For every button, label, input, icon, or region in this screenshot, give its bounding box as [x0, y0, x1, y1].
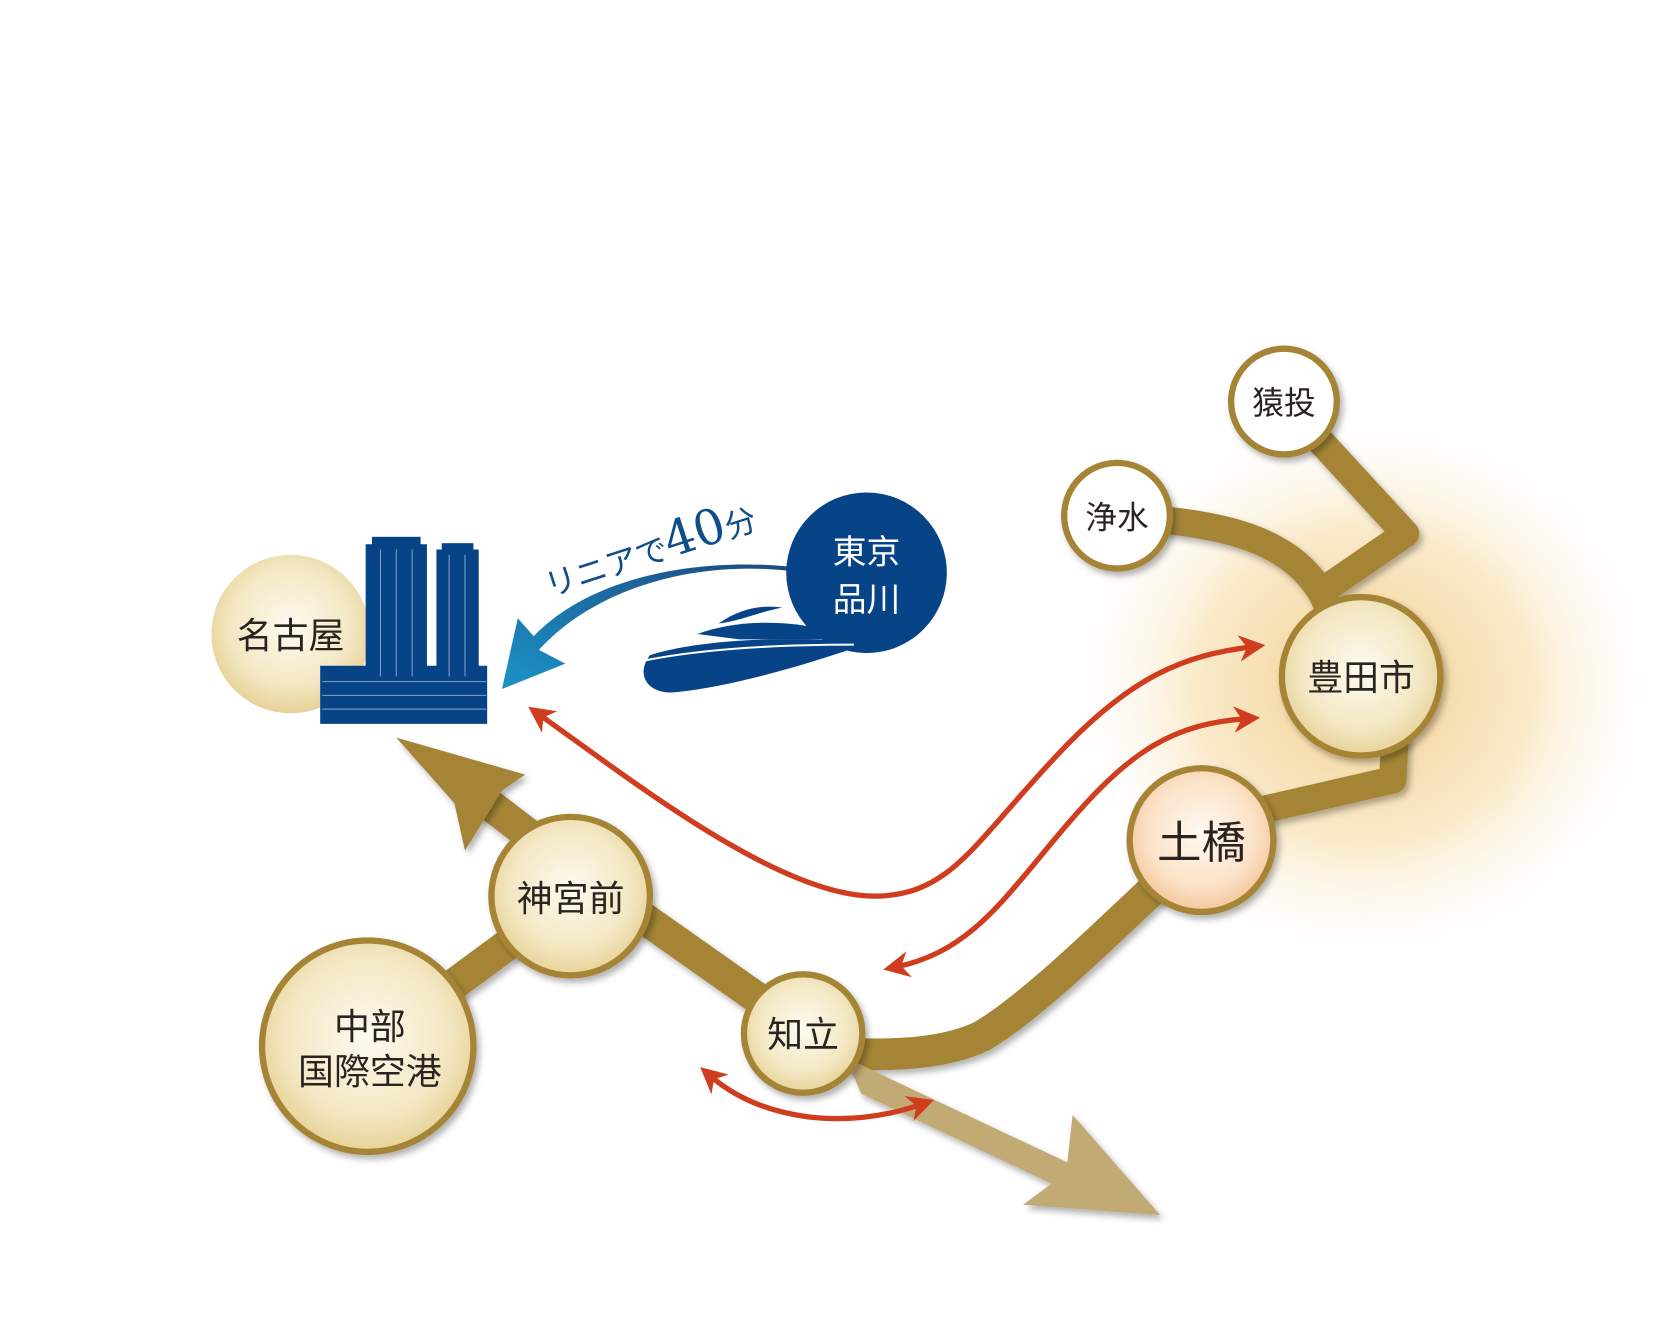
station-chiryu-label: 知立 [767, 1015, 839, 1056]
station-sanage-label: 猿投 [1252, 386, 1315, 422]
maglev-train-icon [643, 606, 859, 693]
arrow-southeast-icon [845, 1056, 1161, 1216]
station-josui[interactable] [1060, 459, 1174, 572]
arrow-to-nagoya-icon [396, 737, 526, 851]
station-josui-label: 浄水 [1085, 500, 1148, 536]
tokyo-label-line2: 品川 [833, 580, 901, 619]
station-tokyo-shinagawa[interactable] [786, 492, 947, 654]
stations [258, 345, 1444, 1156]
nagoya-towers-icon [320, 536, 488, 724]
station-tsuchihashi[interactable] [1126, 765, 1277, 916]
station-jingumae[interactable] [488, 813, 654, 979]
station-toyotashi[interactable] [1278, 593, 1444, 759]
red-arrow-chiryu-local [700, 1067, 934, 1122]
line-sanage [1270, 387, 1420, 606]
station-tsuchihashi-label: 土橋 [1157, 818, 1246, 869]
station-chubu-label-line2: 国際空港 [298, 1052, 442, 1093]
tokyo-label-line1: 東京 [833, 532, 901, 571]
red-arrows [528, 635, 1266, 1122]
station-jingumae-label: 神宮前 [517, 879, 625, 920]
station-chubu-airport[interactable] [258, 937, 477, 1156]
station-chiryu[interactable] [740, 971, 866, 1096]
linear-arrow-icon [501, 564, 788, 690]
station-nagoya-label: 名古屋 [237, 616, 345, 657]
station-toyotashi-label: 豊田市 [1307, 658, 1415, 699]
station-sanage[interactable] [1227, 345, 1340, 458]
linear-label: リニアで40分 [536, 487, 763, 608]
station-chubu-label-line1: 中部 [334, 1007, 406, 1048]
red-arrow-chiryu-toyota [883, 706, 1261, 978]
